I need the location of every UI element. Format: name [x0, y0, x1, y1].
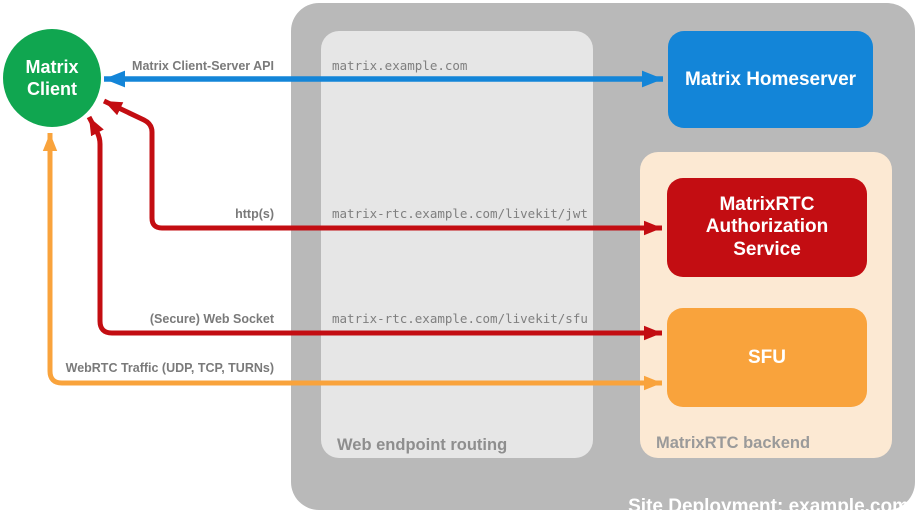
site-deployment-label: Site Deployment: example.com [628, 496, 909, 517]
endpoint-matrix-example: matrix.example.com [332, 58, 468, 73]
matrixrtc-backend-label: MatrixRTC backend [656, 434, 811, 452]
sfu-label: SFU [748, 346, 786, 368]
websocket-arrow-label: (Secure) Web Socket [149, 312, 274, 326]
matrix-client-node: Matrix Client [3, 29, 101, 127]
matrixrtc-authorization-service-node: MatrixRTC Authorization Service [667, 178, 867, 277]
matrix-homeserver-label: Matrix Homeserver [684, 68, 857, 90]
matrixrtc-authorization-service-label: MatrixRTC Authorization Service [705, 193, 829, 260]
matrix-homeserver-node: Matrix Homeserver [668, 31, 873, 128]
sfu-node: SFU [667, 308, 867, 407]
web-endpoint-routing-label: Web endpoint routing [337, 436, 508, 454]
webrtc-arrow-label: WebRTC Traffic (UDP, TCP, TURNs) [65, 361, 274, 375]
web-endpoint-routing-box [321, 31, 593, 458]
client-server-api-arrow-label: Matrix Client-Server API [132, 59, 274, 73]
endpoint-livekit-sfu: matrix-rtc.example.com/livekit/sfu [332, 311, 588, 326]
http-arrow-label: http(s) [235, 207, 274, 221]
matrix-client-label: Matrix Client [25, 56, 79, 100]
endpoint-livekit-jwt: matrix-rtc.example.com/livekit/jwt [332, 206, 588, 221]
